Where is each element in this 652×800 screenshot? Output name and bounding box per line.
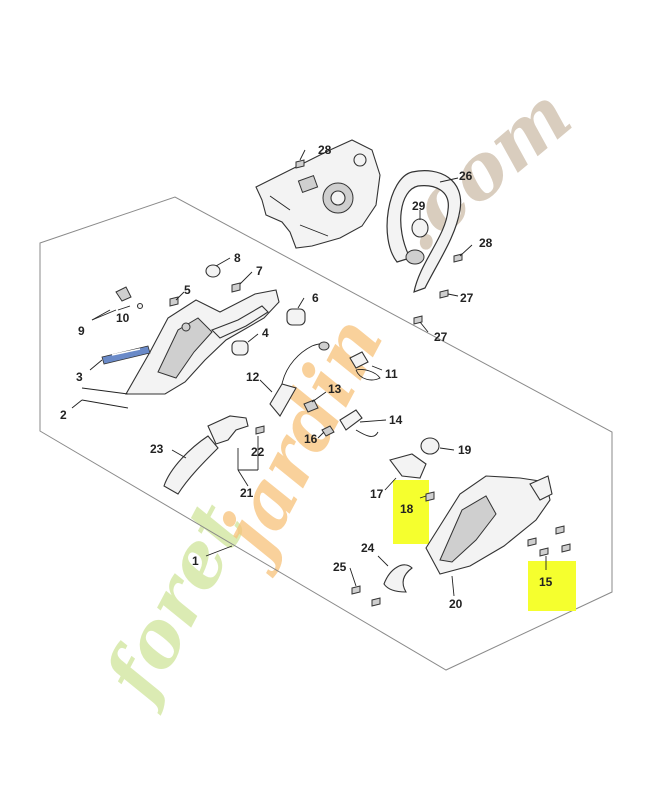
- callout-12: 12: [246, 370, 260, 384]
- bracket-parts: [389, 437, 440, 502]
- callout-15: 15: [539, 575, 553, 589]
- callout-8: 8: [234, 251, 241, 265]
- screw-set-15: [527, 525, 571, 557]
- callout-29: 29: [412, 199, 426, 213]
- trigger-assembly: [269, 341, 381, 417]
- rear-handle-part: [125, 289, 280, 395]
- handlebar-bolts: [295, 159, 463, 325]
- decal-part: [101, 345, 151, 365]
- callout-6: 6: [312, 291, 319, 305]
- highlight-18: [393, 480, 429, 544]
- callout-16: 16: [304, 432, 318, 446]
- callout-13: 13: [328, 382, 342, 396]
- callout-9: 9: [78, 324, 85, 338]
- callout-17: 17: [370, 487, 384, 501]
- callout-4: 4: [262, 326, 269, 340]
- guard-parts: [351, 564, 413, 607]
- callout-20: 20: [449, 597, 463, 611]
- callout-10: 10: [116, 311, 130, 325]
- callout-18: 18: [400, 502, 414, 516]
- assembly-frame: [39, 196, 613, 671]
- callout-27a: 27: [460, 291, 474, 305]
- callouts: 28 26 29 28 27 27 8 7 6 5 4 9 10 3 2 12 …: [60, 143, 553, 611]
- crankcase-part: [255, 139, 381, 249]
- callout-3: 3: [76, 370, 83, 384]
- callout-25: 25: [333, 560, 347, 574]
- callout-11: 11: [385, 367, 398, 381]
- callout-21: 21: [240, 486, 254, 500]
- watermark-part2: jardin: [196, 302, 400, 580]
- buffer-parts: [115, 286, 179, 310]
- small-parts: [205, 264, 306, 356]
- grip-parts: [163, 415, 265, 495]
- callout-1: 1: [192, 554, 199, 568]
- callout-2: 2: [60, 408, 67, 422]
- handlebar-part: [386, 170, 462, 293]
- callout-28a: 28: [318, 143, 332, 157]
- callout-27b: 27: [434, 330, 448, 344]
- highlight-15: [528, 561, 576, 611]
- callout-26: 26: [459, 169, 473, 183]
- callout-23: 23: [150, 442, 164, 456]
- callout-22: 22: [251, 445, 265, 459]
- callout-5: 5: [184, 283, 191, 297]
- callout-14: 14: [389, 413, 403, 427]
- callout-28b: 28: [479, 236, 493, 250]
- leader-lines: [71, 149, 547, 597]
- cover-part: [425, 475, 553, 575]
- lever-parts: [321, 409, 379, 437]
- callout-19: 19: [458, 443, 472, 457]
- callout-7: 7: [256, 264, 263, 278]
- callout-24: 24: [361, 541, 375, 555]
